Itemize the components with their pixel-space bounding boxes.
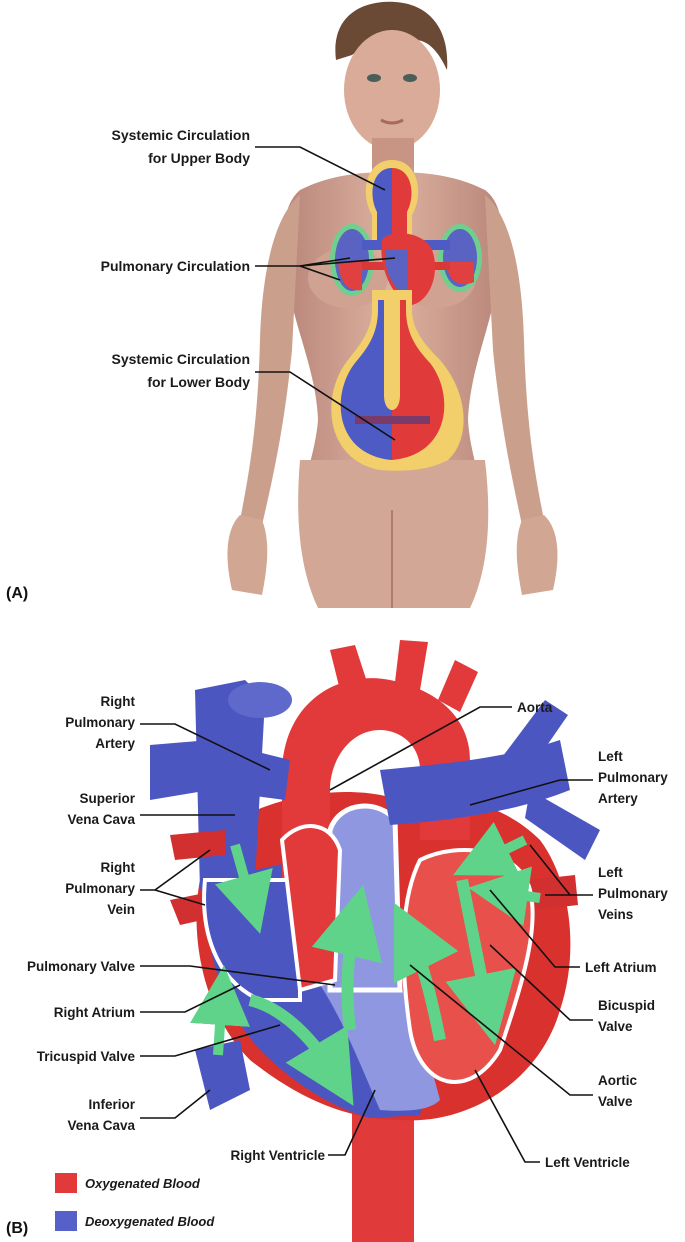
label-rpa-line1: Right [101,694,136,709]
legend-deoxygenated: Deoxygenated Blood [85,1214,215,1229]
leader-line [140,1090,210,1118]
legend-swatch-deoxygenated [55,1211,77,1231]
label-pv: Pulmonary Valve [27,959,136,974]
label-svc-line1: Superior [79,791,135,806]
label-pulmonary: Pulmonary Circulation [101,258,250,274]
label-lpv-line1: Left [598,865,623,880]
label-rv: Right Ventricle [230,1148,325,1163]
label-rpv-line2: Pulmonary [65,881,135,896]
legend-oxygenated: Oxygenated Blood [85,1176,201,1191]
label-lpv-line2: Pulmonary [598,886,668,901]
label-lower-systemic-line2: for Lower Body [147,374,250,390]
label-rpv-line1: Right [101,860,136,875]
label-lpa-line2: Pulmonary [598,770,668,785]
label-lower-systemic-line1: Systemic Circulation [112,351,251,367]
label-av-line2: Valve [598,1094,633,1109]
panel-a-label: (A) [6,585,28,602]
label-bv-line2: Valve [598,1019,633,1034]
label-lv: Left Ventricle [545,1155,630,1170]
label-lpa-line1: Left [598,749,623,764]
label-ivc-line1: Inferior [88,1097,135,1112]
label-svc-line2: Vena Cava [67,812,135,827]
label-inferior-vena-cava: Inferior Vena Cava [67,1090,210,1133]
label-rpa-line2: Pulmonary [65,715,135,730]
label-aorta: Aorta [517,700,553,715]
label-upper-systemic-line1: Systemic Circulation [112,127,251,143]
label-av-line1: Aortic [598,1073,637,1088]
label-la: Left Atrium [585,960,657,975]
flow-arrow [218,995,222,1055]
label-upper-systemic-line2: for Upper Body [148,150,250,166]
label-lpv-line3: Veins [598,907,633,922]
label-rpa-line3: Artery [95,736,135,751]
label-lpa-line3: Artery [598,791,638,806]
label-ivc-line2: Vena Cava [67,1118,135,1133]
legend-swatch-oxygenated [55,1173,77,1193]
label-rpv-line3: Vein [107,902,135,917]
legend: Oxygenated Blood Deoxygenated Blood [55,1173,215,1231]
label-tv: Tricuspid Valve [37,1049,136,1064]
panel-b-label: (B) [6,1220,28,1237]
label-ra: Right Atrium [54,1005,135,1020]
label-bv-line1: Bicuspid [598,998,655,1013]
flow-arrow [498,892,540,898]
